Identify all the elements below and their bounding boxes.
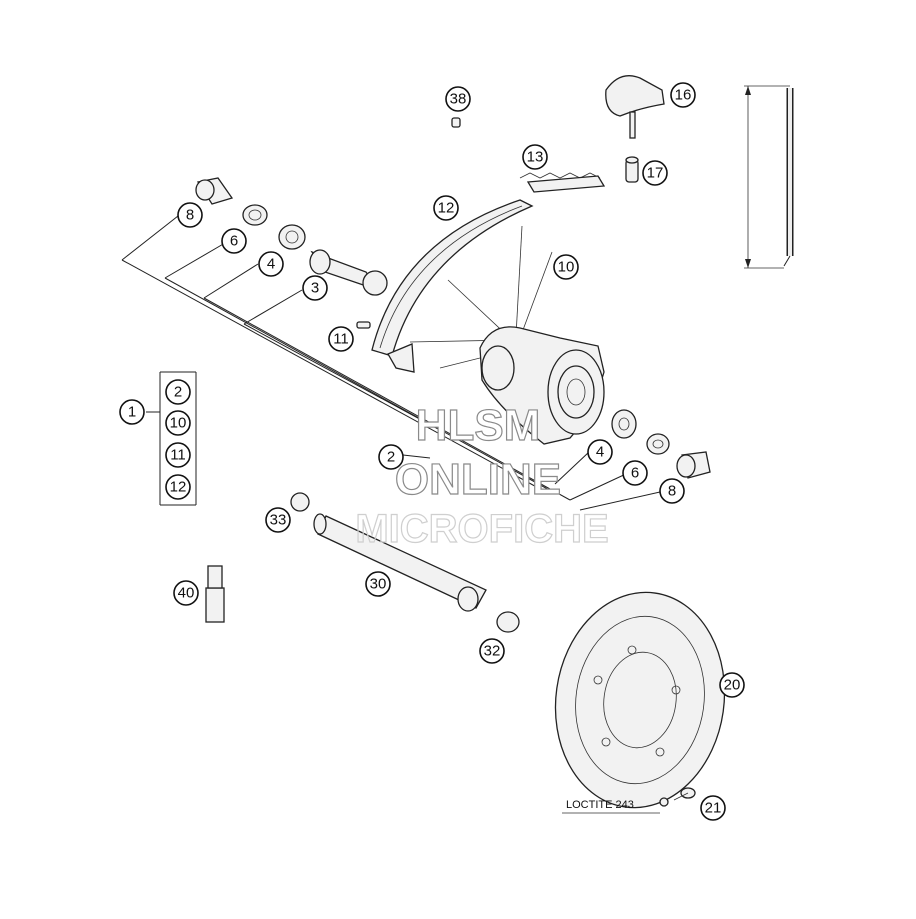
callout-4-right: 4 — [587, 439, 613, 465]
right-bearing-parts — [611, 409, 711, 479]
svg-text:17: 17 — [647, 165, 664, 182]
loctite-label: LOCTITE 243 — [566, 799, 634, 811]
callout-38: 38 — [445, 86, 471, 112]
hub-part — [479, 326, 605, 445]
svg-text:12: 12 — [438, 200, 455, 217]
watermark-line-1: HLSM — [416, 401, 541, 450]
svg-text:6: 6 — [631, 465, 639, 482]
svg-text:3: 3 — [311, 280, 319, 297]
svg-text:8: 8 — [668, 483, 676, 500]
callout-6-left: 6 — [221, 228, 247, 254]
watermark: HLSM ONLINE MICROFICHE — [355, 400, 610, 551]
svg-text:1: 1 — [128, 404, 136, 421]
callout-group-11: 11 — [165, 442, 191, 468]
callout-21: 21 — [700, 795, 726, 821]
callout-10-spokes: 10 — [553, 254, 579, 280]
left-bearing-parts — [195, 177, 388, 296]
callout-13: 13 — [522, 144, 548, 170]
svg-text:6: 6 — [230, 233, 238, 250]
svg-text:2: 2 — [387, 449, 395, 466]
svg-text:10: 10 — [170, 415, 187, 432]
callout-group-10: 10 — [165, 410, 191, 436]
callout-17: 17 — [642, 160, 668, 186]
leader-lines — [121, 215, 661, 511]
svg-text:8: 8 — [186, 207, 194, 224]
svg-text:2: 2 — [174, 384, 182, 401]
svg-text:38: 38 — [450, 91, 467, 108]
svg-text:4: 4 — [267, 256, 275, 273]
callout-11: 11 — [328, 326, 354, 352]
svg-text:40: 40 — [178, 585, 195, 602]
callout-8-left: 8 — [177, 202, 203, 228]
svg-text:12: 12 — [170, 479, 187, 496]
svg-text:32: 32 — [484, 643, 501, 660]
svg-text:11: 11 — [170, 447, 186, 464]
callout-30: 30 — [365, 571, 391, 597]
svg-text:11: 11 — [333, 331, 349, 348]
nut-part — [625, 156, 639, 183]
callout-12-rim: 12 — [433, 195, 459, 221]
callout-group-12: 12 — [165, 474, 191, 500]
loctite-note: LOCTITE 243 — [562, 799, 660, 814]
svg-text:4: 4 — [596, 444, 604, 461]
callout-3: 3 — [302, 275, 328, 301]
watermark-line-3: MICROFICHE — [355, 507, 608, 551]
watermark-line-2: ONLINE — [395, 455, 561, 504]
valve-cap-part — [451, 117, 461, 128]
callout-40: 40 — [173, 580, 199, 606]
svg-text:33: 33 — [270, 512, 287, 529]
callout-1: 1 — [119, 399, 145, 425]
callout-33: 33 — [265, 507, 291, 533]
svg-text:16: 16 — [675, 87, 692, 104]
callout-8-right: 8 — [659, 478, 685, 504]
callout-6-right: 6 — [622, 460, 648, 486]
grease-tube-part — [205, 565, 225, 623]
svg-text:20: 20 — [724, 677, 741, 694]
disc-screw-part — [659, 787, 696, 807]
spoke-part — [744, 85, 794, 269]
svg-text:13: 13 — [527, 149, 544, 166]
spoke-nipple-part — [356, 321, 371, 329]
callout-group-2: 2 — [165, 379, 191, 405]
rim-lock-part — [605, 75, 665, 139]
callout-32: 32 — [479, 638, 505, 664]
svg-text:30: 30 — [370, 576, 387, 593]
callout-20: 20 — [719, 672, 745, 698]
callout-4-left: 4 — [258, 251, 284, 277]
rim-part — [371, 199, 534, 373]
rim-tape-part — [519, 172, 606, 193]
callout-16: 16 — [670, 82, 696, 108]
axle-part — [290, 492, 520, 633]
callout-2-hub: 2 — [378, 444, 404, 470]
svg-text:10: 10 — [558, 259, 575, 276]
svg-text:21: 21 — [705, 800, 722, 817]
brake-disc-part — [554, 591, 726, 809]
